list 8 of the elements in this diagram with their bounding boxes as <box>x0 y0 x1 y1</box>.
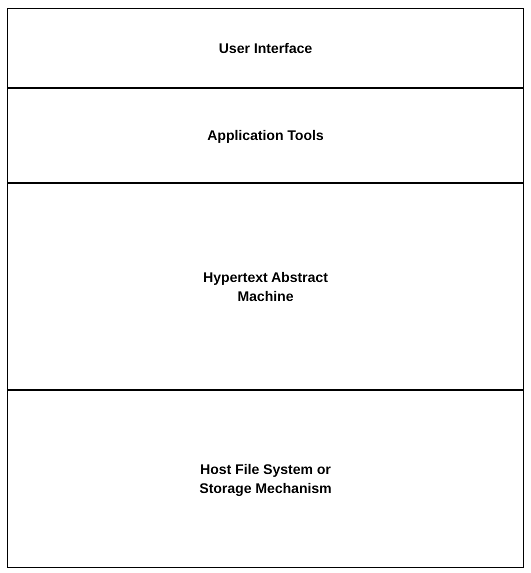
layer-label: Application Tools <box>207 126 324 145</box>
layer-box <box>7 390 524 568</box>
layer-label: Host File System or Storage Mechanism <box>198 460 333 498</box>
layer-label: Hypertext Abstract Machine <box>202 268 329 306</box>
layer-box <box>7 8 524 88</box>
layer-box <box>7 88 524 183</box>
layer-box <box>7 183 524 390</box>
layer-label: User Interface <box>218 38 312 58</box>
